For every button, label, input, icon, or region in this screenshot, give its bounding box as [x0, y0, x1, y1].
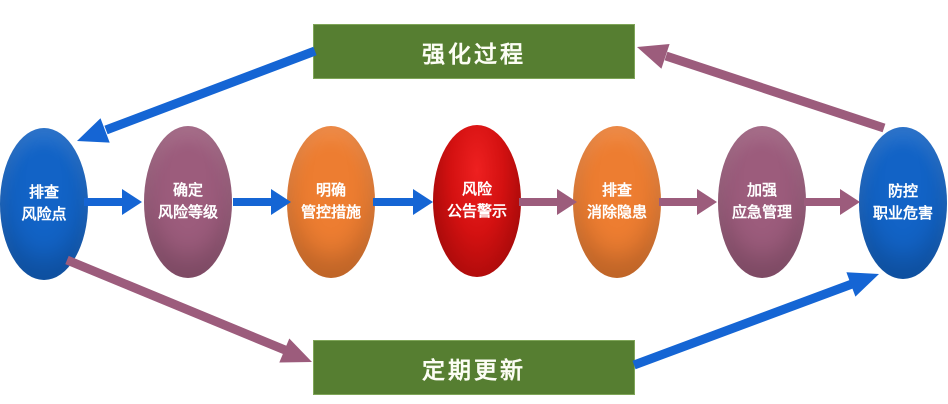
node-label-line: 确定 — [172, 181, 203, 199]
process-box-update: 定期更新 — [313, 340, 635, 395]
arrow-node1-to-node2 — [84, 189, 142, 215]
node-label-line: 排查 — [28, 183, 59, 201]
node-risk-notice-warning: 风险 公告警示 — [433, 125, 521, 277]
node-prevent-occupational-hazards: 防控 职业危害 — [859, 127, 947, 279]
node-eliminate-hidden-dangers: 排查 消除隐患 — [573, 126, 661, 278]
node-label-line: 明确 — [315, 181, 346, 199]
node-label-line: 风险点 — [21, 206, 67, 223]
arrow-update-to-node7 — [632, 272, 879, 370]
arrow-node2-to-node3 — [233, 189, 291, 215]
node-label-line: 加强 — [746, 181, 777, 199]
process-box-update-label: 定期更新 — [422, 356, 526, 383]
node-determine-risk-level: 确定 风险等级 — [144, 126, 232, 278]
node-inspect-risk-points: 排查 风险点 — [0, 128, 88, 280]
node-label-line: 排查 — [601, 181, 632, 199]
process-box-strengthen: 强化过程 — [313, 24, 635, 79]
node-label-line: 消除隐患 — [586, 204, 647, 221]
arrow-node3-to-node4 — [373, 189, 433, 215]
arrow-node6-to-node7 — [804, 189, 860, 215]
process-box-strengthen-label: 强化过程 — [422, 40, 526, 67]
node-label-line: 风险 — [461, 180, 492, 198]
arrow-node7-to-strengthen — [637, 44, 886, 133]
node-clarify-control-measures: 明确 管控措施 — [287, 126, 375, 278]
node-label-line: 管控措施 — [300, 204, 361, 221]
arrow-node5-to-node6 — [659, 189, 717, 215]
node-label-line: 应急管理 — [731, 204, 792, 221]
node-strengthen-emergency-management: 加强 应急管理 — [718, 126, 806, 278]
node-label-line: 公告警示 — [446, 203, 507, 220]
node-label-line: 风险等级 — [157, 204, 218, 221]
node-label-line: 职业危害 — [872, 205, 933, 222]
arrow-node4-to-node5 — [519, 189, 577, 215]
node-label-line: 防控 — [887, 182, 918, 200]
